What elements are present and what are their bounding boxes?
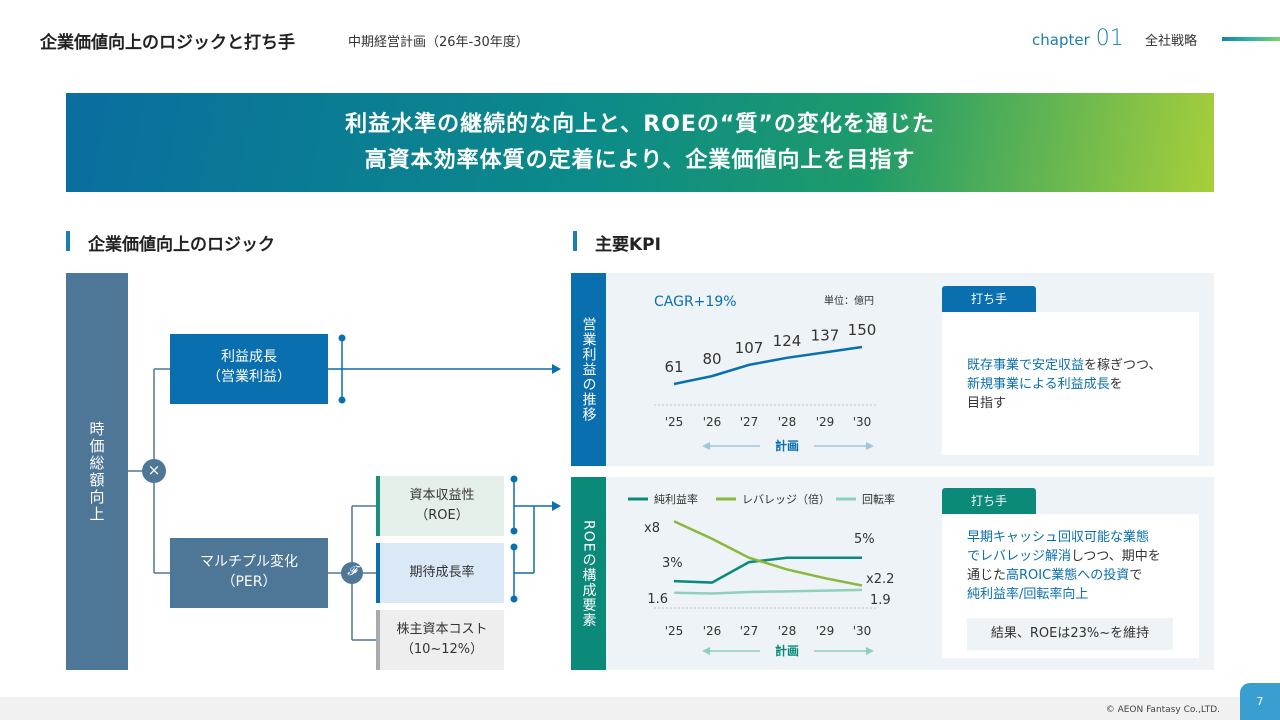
- profit-growth-title: 利益成長: [221, 349, 277, 365]
- logic-heading-bar: [66, 231, 70, 251]
- legend-label: レバレッジ（倍）: [742, 492, 830, 506]
- chart2-plan-arrowhead-left: [702, 647, 710, 655]
- chart2-plan-label: 計画: [775, 643, 799, 658]
- profit-growth-box: 利益成長 （営業利益）: [170, 334, 328, 404]
- chapter-number: 01: [1095, 26, 1124, 51]
- chapter-label: chapter 01: [1032, 26, 1124, 51]
- kpi-heading: 主要KPI: [595, 235, 661, 255]
- equity-cost-sub: （10~12%）: [400, 642, 484, 657]
- tactic-tag-1: 打ち手: [942, 286, 1036, 312]
- tactic1-part4: を: [1109, 377, 1123, 392]
- chart2-tick-label: '27: [740, 624, 759, 638]
- chart1-title: CAGR+19%: [654, 294, 737, 310]
- roe-vertical-label: ROEの構成要素: [571, 477, 606, 670]
- chart1-plan-arrowhead-left: [702, 442, 710, 450]
- chart1-data-label: 80: [702, 350, 721, 368]
- chart2-tick-label: '26: [703, 624, 722, 638]
- chart2-tick-label: '28: [778, 624, 797, 638]
- annot-net-end: 5%: [854, 532, 875, 547]
- equity-cost-title: 株主資本コスト: [396, 622, 488, 637]
- tactic2-part5: 高ROIC業態への投資: [1006, 568, 1130, 583]
- expected-growth-box: 期待成長率: [376, 543, 504, 603]
- tactic1-part5: 目指す: [967, 396, 1007, 411]
- page-subtitle: 中期経営計画（26年-30年度）: [348, 35, 529, 50]
- chart2-tick-label: '29: [816, 624, 835, 638]
- headline-banner: 利益水準の継続的な向上と、ROEの“質”の変化を通じた 高資本効率体質の定着によ…: [66, 93, 1214, 192]
- chart2-series-line: [673, 556, 862, 584]
- chart1-data-label: 107: [735, 339, 764, 357]
- multiple-change-box: マルチプル変化 （PER）: [170, 538, 328, 608]
- market-cap-box: 時価総額向上: [66, 273, 128, 670]
- tactic2-part1: 早期キャッシュ回収可能な業態: [967, 530, 1150, 545]
- chapter-text: chapter: [1032, 31, 1090, 49]
- page-title: 企業価値向上のロジックと打ち手: [40, 33, 295, 53]
- chart1-unit: 単位：億円: [824, 294, 874, 307]
- annot-turn-end: 1.9: [870, 593, 891, 608]
- chart1-tick-label: '26: [703, 415, 722, 429]
- annot-net-start: 3%: [662, 556, 683, 571]
- multiple-change-title: マルチプル変化: [200, 554, 298, 570]
- copyright: © AEON Fantasy Co.,LTD.: [1105, 705, 1220, 715]
- chapter-accent-bar: [1222, 37, 1280, 41]
- roe-box: 資本収益性 （ROE）: [376, 476, 504, 536]
- chart2-series-line: [673, 588, 863, 595]
- tactic2-part3: しつつ、期中を: [1071, 549, 1161, 564]
- section-name: 全社戦略: [1145, 34, 1198, 49]
- roe-result-box: 結果、ROEは23%~を維持: [967, 618, 1173, 650]
- chart1-tick-label: '25: [665, 415, 684, 429]
- profit-growth-sub: （営業利益）: [207, 369, 291, 385]
- tactic2-part4: 通じた: [967, 568, 1007, 583]
- tactic2-part6: で: [1129, 568, 1143, 583]
- chart2-series-line: [673, 520, 863, 587]
- annot-lev-start: x8: [644, 521, 660, 536]
- roe-title: 資本収益性: [409, 488, 475, 503]
- tactic-text-1: 既存事業で安定収益を稼ぎつつ、 新規事業による利益成長を 目指す: [942, 312, 1199, 455]
- chart1-tick-label: '27: [740, 415, 759, 429]
- tactic2-part2: でレバレッジ解消: [967, 549, 1072, 564]
- page-number: 7: [1240, 683, 1280, 720]
- chart1-plan-label: 計画: [775, 438, 799, 453]
- function-icon: 𝓕: [347, 564, 357, 579]
- roe-components-chart: 純利益率 レバレッジ（倍） 回転率 '25 '26 '27 '28 '29 '30 x8 3%…: [628, 492, 895, 658]
- kpi-heading-bar: [573, 231, 577, 251]
- roe-sub: （ROE）: [415, 508, 469, 523]
- chart1-line: [673, 345, 863, 386]
- chart1-data-label: 61: [664, 358, 683, 376]
- profit-vertical-label: 営業利益の推移: [571, 273, 606, 466]
- multiple-change-sub: （PER）: [221, 574, 277, 590]
- tactic-tag-2: 打ち手: [942, 488, 1036, 514]
- chart1-plan-arrowhead-right: [866, 442, 874, 450]
- chart2-tick-label: '30: [853, 624, 872, 638]
- banner-line-2: 高資本効率体質の定着により、企業価値向上を目指す: [364, 148, 916, 173]
- chart1-tick-label: '28: [778, 415, 797, 429]
- multiply-icon: ×: [147, 461, 161, 479]
- logic-heading: 企業価値向上のロジック: [88, 235, 275, 255]
- chart2-plan-arrowhead-right: [866, 647, 874, 655]
- chart2-tick-label: '25: [665, 624, 684, 638]
- tactic1-part3: 新規事業による利益成長: [967, 377, 1110, 392]
- tactic1-part1: 既存事業で安定収益: [967, 358, 1085, 373]
- footer-bar: [0, 697, 1280, 720]
- chart1-data-label: 150: [848, 321, 877, 339]
- chart1-tick-label: '29: [816, 415, 835, 429]
- annot-turn-start: 1.6: [647, 592, 668, 607]
- equity-cost-box: 株主資本コスト （10~12%）: [376, 610, 504, 670]
- tactic1-part2: を稼ぎつつ、: [1084, 358, 1162, 373]
- legend-label: 純利益率: [654, 492, 698, 506]
- tactic-text-2: 早期キャッシュ回収可能な業態 でレバレッジ解消しつつ、期中を 通じた高ROIC業…: [942, 514, 1199, 658]
- banner-line-1: 利益水準の継続的な向上と、ROEの“質”の変化を通じた: [345, 112, 935, 137]
- legend-label: 回転率: [862, 492, 895, 506]
- chart1-data-label: 124: [773, 332, 802, 350]
- chart1-data-label: 137: [811, 326, 840, 344]
- annot-lev-end: x2.2: [866, 572, 894, 587]
- chart1-tick-label: '30: [853, 415, 872, 429]
- tactic2-part7: 純利益率/回転率向上: [967, 587, 1089, 602]
- operating-profit-chart: CAGR+19% 単位：億円 61 80 107 124 137 150 '25 '26 '27…: [654, 294, 878, 453]
